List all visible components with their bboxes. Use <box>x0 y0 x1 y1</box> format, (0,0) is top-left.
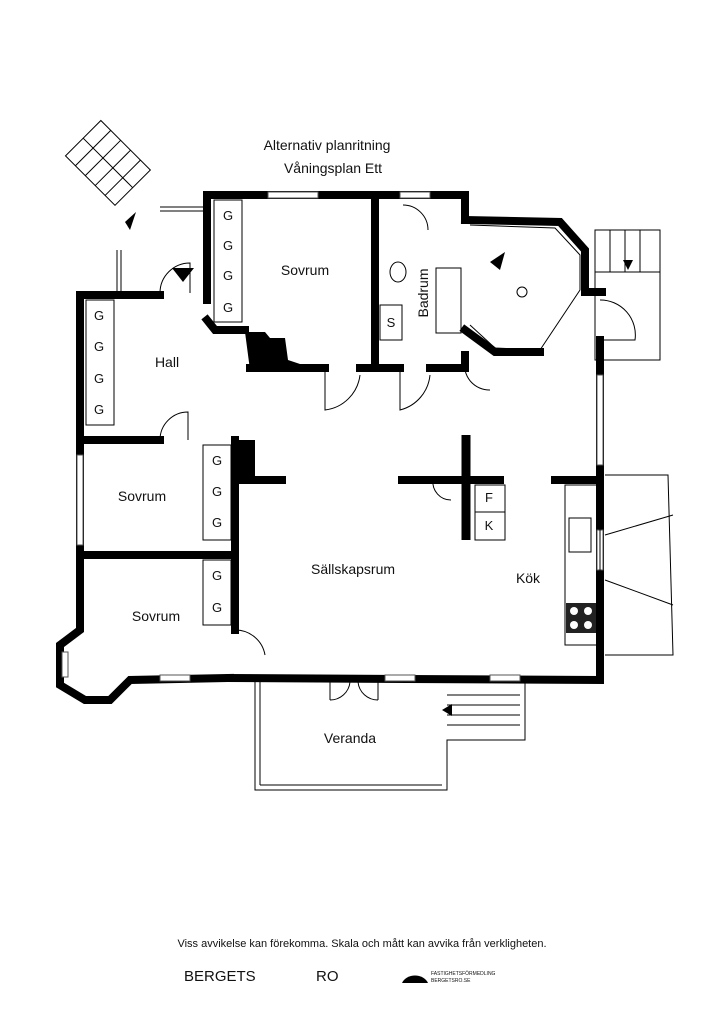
inner-staircase <box>469 224 581 351</box>
door-sovrum[interactable] <box>324 368 361 411</box>
door-sovrum-lower[interactable] <box>234 629 266 656</box>
logo-line1: FASTIGHETSFÖRMEDLING <box>431 970 496 977</box>
logo-line2: BERGETSRO.SE <box>431 978 471 984</box>
room-kok: Kök <box>516 570 541 586</box>
side-stairs <box>594 229 661 361</box>
kitchen-deck <box>605 474 674 656</box>
svg-text:G: G <box>223 268 233 283</box>
shower-label: S <box>387 315 396 330</box>
svg-text:G: G <box>212 568 222 583</box>
room-sovrum-middle: Sovrum <box>118 488 166 504</box>
closet-labels: G G G G G G G G G G G G G <box>94 208 233 615</box>
svg-text:G: G <box>94 402 104 417</box>
room-badrum: Badrum <box>415 268 431 317</box>
disclaimer: Viss avvikelse kan förekomma. Skala och … <box>177 938 546 950</box>
kitchen-counter <box>564 484 601 646</box>
sink-icon <box>568 517 592 553</box>
room-hall: Hall <box>155 354 179 370</box>
plan-title: Alternativ planritning <box>264 137 391 153</box>
freezer-label: K <box>485 518 494 533</box>
door-hall[interactable] <box>159 411 189 441</box>
brand-bergets: BERGETS <box>184 968 256 985</box>
room-veranda: Veranda <box>324 730 376 746</box>
entrance-arrow-icon <box>172 268 194 282</box>
logo-icon <box>402 975 428 983</box>
svg-text:G: G <box>94 308 104 323</box>
door-badrum[interactable] <box>399 368 431 411</box>
svg-text:G: G <box>212 453 222 468</box>
door-veranda[interactable] <box>329 680 379 701</box>
svg-text:G: G <box>212 600 222 615</box>
brand-ro: RO <box>316 968 339 985</box>
svg-text:G: G <box>223 238 233 253</box>
plan-subtitle: Våningsplan Ett <box>284 160 382 176</box>
closets <box>85 199 243 626</box>
veranda-outline <box>254 682 526 791</box>
svg-text:G: G <box>212 484 222 499</box>
door-side[interactable] <box>599 299 636 341</box>
entrance-stairs <box>64 119 152 207</box>
svg-text:G: G <box>94 371 104 386</box>
stove-icon <box>566 603 596 633</box>
svg-text:G: G <box>94 339 104 354</box>
svg-text:G: G <box>212 515 222 530</box>
room-sovrum-upper: Sovrum <box>281 262 329 278</box>
room-sallskapsrum: Sällskapsrum <box>311 561 395 577</box>
toilet-icon <box>389 261 407 283</box>
double-sink-icon <box>435 267 462 334</box>
svg-text:G: G <box>223 300 233 315</box>
fridge-label: F <box>485 490 493 505</box>
svg-text:G: G <box>223 208 233 223</box>
stairs-arrow-icon <box>125 212 136 230</box>
entrance-door[interactable] <box>159 262 191 294</box>
walls <box>56 191 606 704</box>
room-sovrum-lower: Sovrum <box>132 608 180 624</box>
